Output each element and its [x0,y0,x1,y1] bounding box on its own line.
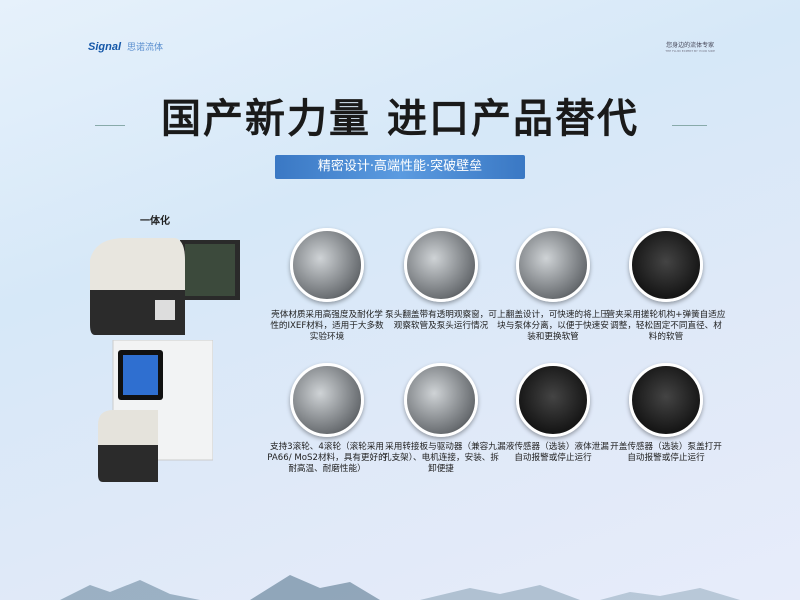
logo-cn: 思诺流体 [127,43,164,53]
page-title: 国产新力量 进口产品替代 [161,95,639,142]
tagline-en: THE FLUID EXPERT BY YOUR SIDE [665,49,715,53]
pump-drive-image [98,340,213,482]
subtitle-banner: 精密设计·高端性能·突破壁垒 [275,155,525,179]
feature-image-flip-lid [516,228,590,302]
mountain-decoration [60,575,740,600]
feature-caption: 支持3滚轮、4滚轮（滚轮采用PA66/ MoS2材料，具有更好的耐高温、耐磨性能… [267,442,387,474]
feature-image-rollers [290,363,364,437]
logo-en: Signal [88,40,122,53]
feature-image-leak-sensor [516,363,590,437]
feature-image-lid-sensor [629,363,703,437]
tagline-cn: 您身边的流体专家 [666,42,715,49]
feature-caption: 壳体材质采用高强度及耐化学性的IXEF材料，适用于大多数实验环境 [270,310,384,342]
product-label: 一体化 [140,216,170,227]
feature-image-clamp [629,228,703,302]
feature-image-housing [290,228,364,302]
feature-image-window [404,228,478,302]
feature-caption: 漏液传感器（选装）液体泄漏自动报警或停止运行 [497,442,609,463]
feature-image-adapter-plate [404,363,478,437]
feature-caption: 泵头翻盖带有透明观察窗，可观察软管及泵头运行情况 [385,310,497,331]
brand-logo: Signal 思诺流体 [88,40,164,54]
feature-caption: 管夹采用搓轮机构+弹簧自适应调整，轻松固定不同直径、材料的软管 [606,310,726,342]
pump-head-image [90,238,240,335]
feature-caption: 采用转接板与驱动器（兼容九孔支架）、电机连接，安装、拆卸便捷 [382,442,499,474]
divider-right [672,125,707,126]
feature-caption: 上翻盖设计，可快速的将上压块与泵体分离，以便于快速安装和更换软管 [497,310,609,342]
divider-left [95,125,125,126]
feature-caption: 开盖传感器（选装）泵盖打开自动报警或停止运行 [610,442,722,463]
tagline: 您身边的流体专家 THE FLUID EXPERT BY YOUR SIDE [665,40,715,53]
